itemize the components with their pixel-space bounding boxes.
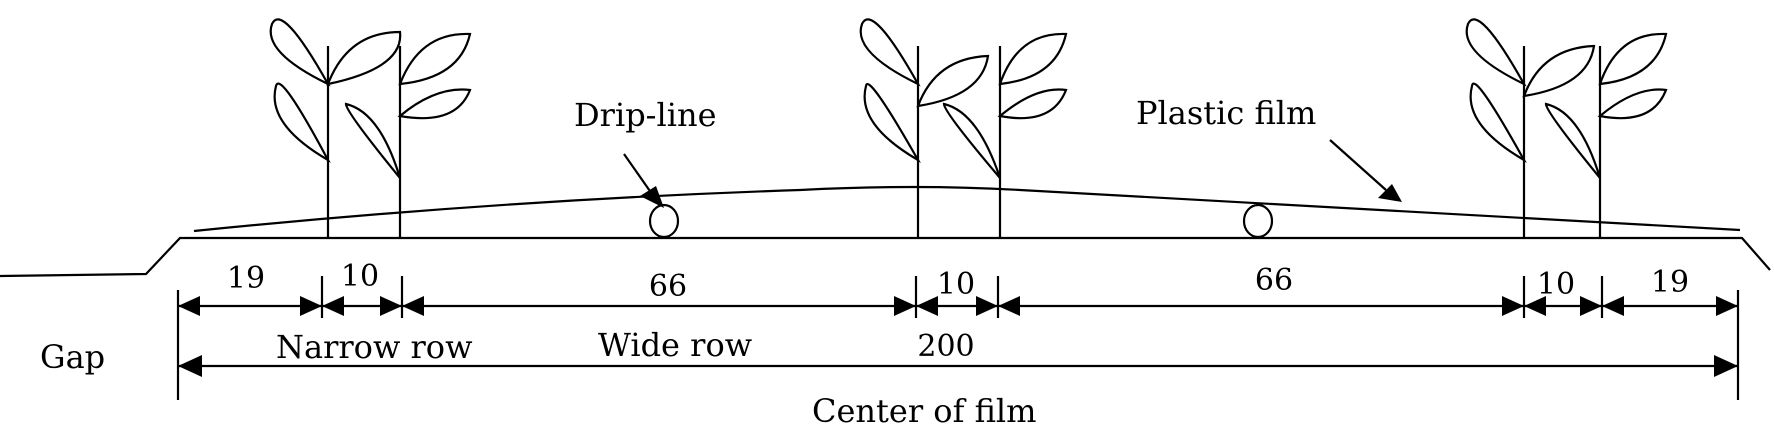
dim-label-1: 19 (227, 261, 265, 296)
dim-label-2: 10 (341, 259, 379, 294)
dim-label-5: 66 (1255, 263, 1293, 298)
plant-group-center (859, 18, 1068, 238)
gap-label: Gap (40, 338, 105, 376)
center-of-film-label: Center of film (812, 392, 1037, 425)
drip-line-pointer-head (640, 186, 664, 208)
wide-row-label: Wide row (598, 326, 752, 364)
dim-label-3: 66 (649, 269, 687, 304)
plant-group-left (269, 18, 472, 238)
dim-label-7: 19 (1651, 265, 1689, 300)
dim-label-6: 10 (1537, 267, 1575, 302)
narrow-row-label: Narrow row (276, 328, 472, 366)
drip-line-tube-right (1242, 203, 1274, 239)
plant-group-right (1465, 18, 1668, 238)
ground-profile (0, 236, 1771, 278)
drip-line-tube-left (648, 203, 680, 239)
dim-label-total: 200 (917, 329, 974, 364)
drip-line-pointer (623, 153, 653, 195)
dim-label-4: 10 (937, 267, 975, 302)
plastic-film-pointer (1329, 139, 1387, 191)
total-dimension-arrow (178, 355, 1738, 377)
segment-dimension-arrows (178, 296, 1738, 316)
drip-line-label: Drip-line (574, 96, 717, 134)
plastic-film-label: Plastic film (1136, 94, 1316, 132)
plastic-film-pointer-head (1378, 184, 1402, 202)
dimension-extension-lines (176, 276, 1740, 400)
plastic-film-arc (193, 185, 1741, 233)
